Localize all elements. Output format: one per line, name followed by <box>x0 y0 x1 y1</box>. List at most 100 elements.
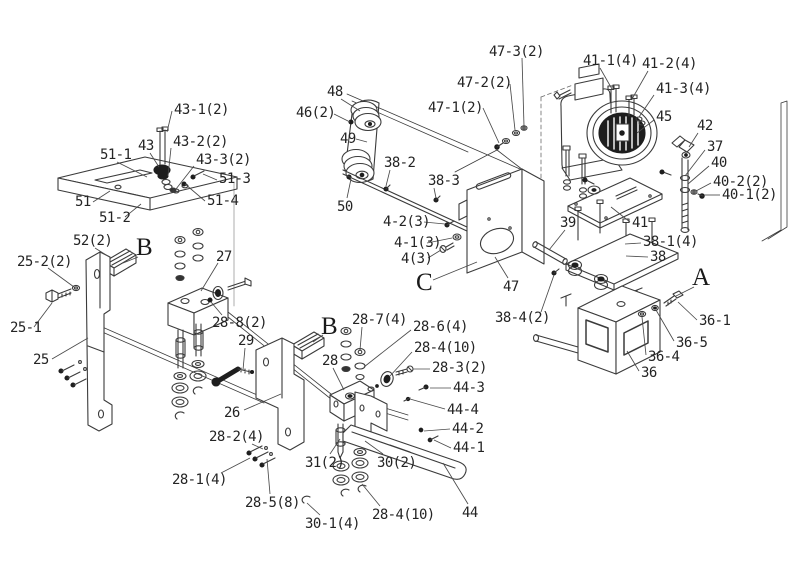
part-label-49: 49 <box>340 131 356 147</box>
part-label-41-2-4: 41-2(4) <box>642 56 697 72</box>
part-51-bracket <box>57 156 238 211</box>
leader-44-2 <box>423 428 451 432</box>
leader-44-1 <box>433 439 452 449</box>
leader-28-4-10b <box>361 483 381 507</box>
part-28-3-screw <box>395 365 414 376</box>
part-label-28-1-4: 28-1(4) <box>172 472 227 488</box>
part-48-50-pulleys <box>341 99 382 184</box>
part-label-41-3-4: 41-3(4) <box>656 81 711 97</box>
leader-28-7-4 <box>359 326 363 351</box>
part-28-mount-screws <box>246 445 276 468</box>
leader-49 <box>355 138 368 143</box>
part-label-36-4: 36-4 <box>648 349 679 365</box>
part-38-plate <box>551 199 679 291</box>
leader-B1 <box>122 256 139 264</box>
part-label-28-6-4: 28-6(4) <box>413 319 468 335</box>
part-label-39: 39 <box>560 215 576 231</box>
part-label-48: 48 <box>327 84 343 100</box>
part-label-A: A <box>692 264 710 291</box>
leader-51-3 <box>202 173 218 181</box>
part-29-handle <box>211 366 255 387</box>
leader-43-1-2 <box>166 110 173 133</box>
leader-26 <box>243 393 282 411</box>
part-label-47-3-2: 47-3(2) <box>489 44 544 60</box>
part-label-43-3-2: 43-3(2) <box>196 152 251 168</box>
part-label-38-3: 38-3 <box>428 173 459 189</box>
leader-47-3-2 <box>521 57 525 127</box>
part-label-51-1: 51-1 <box>100 147 131 163</box>
leader-52-2 <box>94 247 112 259</box>
leader-36-4 <box>641 316 647 356</box>
part-44-arm <box>342 424 467 480</box>
leader-40-2-2 <box>695 182 712 192</box>
part-45-motor <box>553 63 658 181</box>
leader-47-2-2 <box>509 83 516 131</box>
part-label-26: 26 <box>224 405 240 421</box>
leader-36 <box>626 350 640 372</box>
leader-50 <box>346 178 352 199</box>
leader-28-2-4 <box>251 443 264 450</box>
leader-36-5 <box>655 309 675 342</box>
leader-30-2 <box>364 440 384 455</box>
part-label-25-2-2: 25-2(2) <box>17 254 72 270</box>
part-label-25-1: 25-1 <box>10 320 41 336</box>
part-label-28-4-10a: 28-4(10) <box>414 340 477 356</box>
part-label-51-2: 51-2 <box>99 210 130 226</box>
part-label-28-4-10b: 28-4(10) <box>372 507 435 523</box>
part-label-4-1-3: 4-1(3) <box>394 235 441 251</box>
part-label-51-3: 51-3 <box>219 171 250 187</box>
part-label-28-5-8: 28-5(8) <box>245 495 300 511</box>
leader-25-2-2 <box>47 267 75 288</box>
part-label-44-4: 44-4 <box>447 402 478 418</box>
part-label-51: 51 <box>75 194 91 210</box>
part-label-43-2-2: 43-2(2) <box>173 134 228 150</box>
part-27-block <box>167 227 252 336</box>
part-label-28-3-2: 28-3(2) <box>432 360 487 376</box>
part-label-B1: B <box>136 234 153 261</box>
part-label-47-2-2: 47-2(2) <box>457 75 512 91</box>
leader-36-1 <box>677 301 698 321</box>
leader-44-4 <box>409 398 446 410</box>
leader-30-1-4 <box>306 502 321 516</box>
leader-47 <box>494 256 509 279</box>
leader-29 <box>242 347 246 371</box>
leader-38 <box>625 255 649 258</box>
part-44-fasteners <box>403 384 439 443</box>
part-label-41: 41 <box>632 215 648 231</box>
leader-38-2 <box>385 169 391 187</box>
leader-B2 <box>312 334 324 343</box>
part-label-38-2: 38-2 <box>384 155 415 171</box>
leader-38-1-4 <box>624 242 642 245</box>
leader-25-1 <box>33 302 53 328</box>
part-label-41-1-4: 41-1(4) <box>583 53 638 69</box>
part-label-47-1-2: 47-1(2) <box>428 100 483 116</box>
leader-25 <box>51 337 89 360</box>
leader-4-3 <box>427 249 442 259</box>
leader-4-1-3 <box>426 237 453 244</box>
leader-43 <box>149 152 160 168</box>
part-28-4-bushing <box>380 371 394 387</box>
leader-27 <box>200 262 219 292</box>
leader-C <box>432 261 478 281</box>
part-41-motor-screws <box>562 84 646 199</box>
leader-41-1-4 <box>599 67 613 90</box>
leader-28 <box>332 367 345 391</box>
part-label-28-8-2: 28-8(2) <box>212 315 267 331</box>
part-label-36-5: 36-5 <box>676 335 707 351</box>
leader-lines <box>33 57 720 516</box>
part-label-36: 36 <box>641 365 657 381</box>
part-label-31-2: 31(2) <box>305 455 344 471</box>
part-label-30-2: 30(2) <box>377 455 416 471</box>
part-label-44: 44 <box>462 505 478 521</box>
part-label-B2: B <box>321 313 338 340</box>
part-label-28: 28 <box>322 353 338 369</box>
part-label-4-2-3: 4-2(3) <box>383 214 430 230</box>
part-label-38-1-4: 38-1(4) <box>643 234 698 250</box>
part-4-fasteners <box>439 220 462 253</box>
part-label-29: 29 <box>238 333 254 349</box>
part-label-44-3: 44-3 <box>453 380 484 396</box>
part-47-plate <box>458 168 545 274</box>
leader-39 <box>548 229 566 251</box>
leader-41-3-4 <box>638 94 655 118</box>
